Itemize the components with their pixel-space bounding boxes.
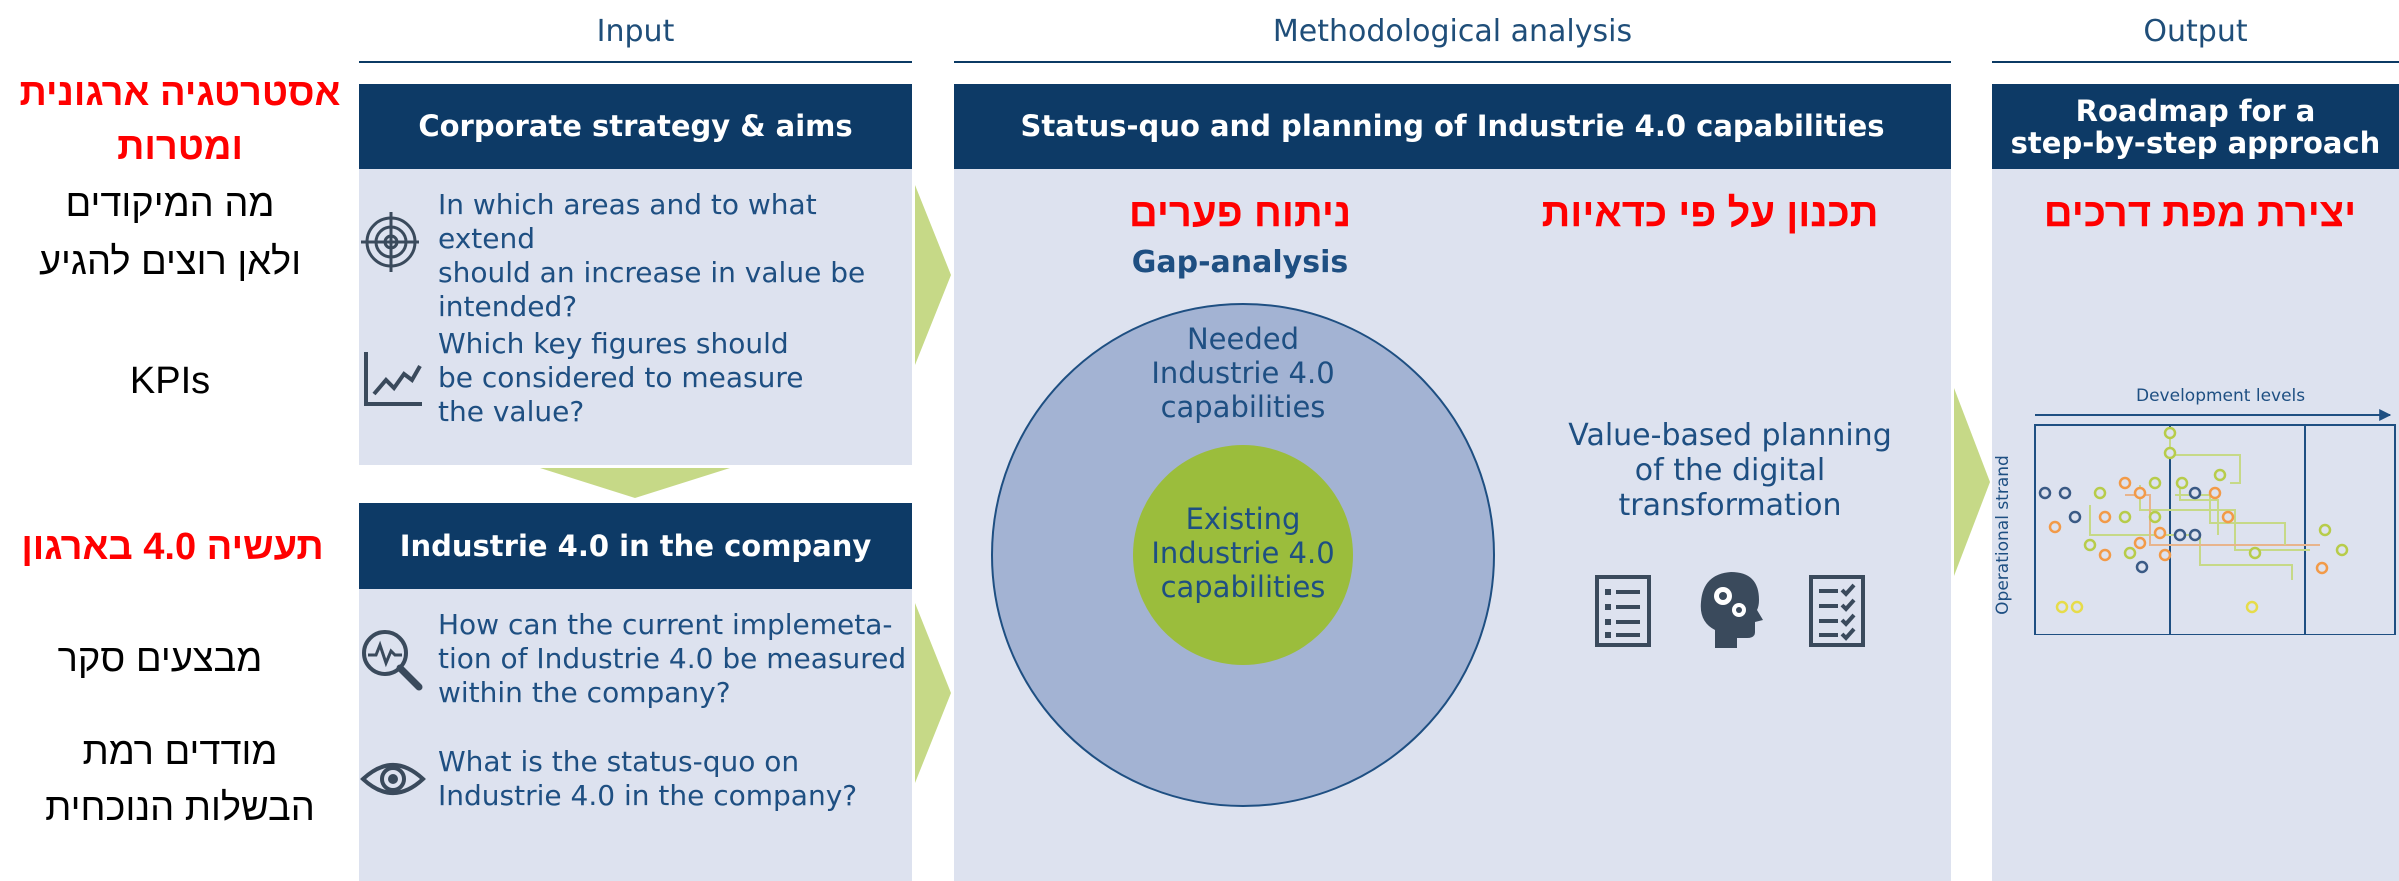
question-measure-implementation: How can the current implemeta- tion of I… <box>438 608 907 709</box>
needed-capabilities-circle <box>991 303 1495 807</box>
industrie-panel <box>359 589 912 881</box>
down-chevron-arrow <box>540 468 730 498</box>
right-arrow-lower <box>915 603 951 783</box>
question-key-figures: Which key figures should be considered t… <box>438 327 804 428</box>
gap-analysis-label: Gap-analysis <box>1131 245 1349 280</box>
value-based-planning-label: Value-based planning of the digital tran… <box>1568 418 1892 523</box>
needed-capabilities-label: Needed Industrie 4.0 capabilities <box>1151 322 1335 424</box>
status-quo-bar: Status-quo and planning of Industrie 4.0… <box>954 84 1951 169</box>
roadmap-matrix <box>2034 409 2396 635</box>
industrie-company-bar: Industrie 4.0 in the company <box>359 503 912 589</box>
development-levels-label: Development levels <box>2136 386 2306 406</box>
annotation-strategy-body: מה המיקודים ולאן רוצים להגיע <box>38 183 302 283</box>
right-arrow-output <box>1954 388 1990 576</box>
column-header-methodological: Methodological analysis <box>1272 13 1633 49</box>
annotation-measure: מודדים רמת הבשלות הנוכחית <box>45 731 315 829</box>
column-rule-input <box>359 61 912 63</box>
target-icon <box>361 212 419 272</box>
question-value-areas: In which areas and to what extend should… <box>438 188 866 323</box>
column-rule-output <box>1992 61 2399 63</box>
head-gears-icon <box>1700 572 1763 648</box>
question-status-quo: What is the status-quo on Industrie 4.0 … <box>438 745 858 812</box>
existing-capabilities-label: Existing Industrie 4.0 capabilities <box>1151 502 1335 604</box>
annotation-industry-title: תעשיה 4.0 בארגון <box>21 526 324 568</box>
list-document-icon <box>1595 575 1651 647</box>
annotation-kpis: KPIs <box>129 360 211 402</box>
column-header-output: Output <box>2143 13 2248 49</box>
planning-hebrew: תכנון על פי כדאיות <box>1541 191 1879 235</box>
roadmap-bar: Roadmap for a step-by-step approach <box>1992 84 2399 169</box>
strategy-panel <box>359 169 912 465</box>
trend-chart-icon <box>364 352 422 406</box>
corporate-strategy-bar: Corporate strategy & aims <box>359 84 912 169</box>
checklist-icon <box>1809 575 1865 647</box>
column-rule-methodological <box>954 61 1951 63</box>
roadmap-hebrew: יצירת מפת דרכים <box>2043 191 2357 235</box>
eye-icon <box>360 763 426 795</box>
annotation-strategy-title: אסטרטגיה ארגונית ומטרות <box>19 72 341 168</box>
annotation-survey: מבצעים סקר <box>57 638 263 680</box>
operational-strand-label: Operational strand <box>1993 455 2013 615</box>
column-header-input: Input <box>596 13 675 49</box>
magnifier-pulse-icon <box>362 630 423 691</box>
gap-analysis-hebrew: ניתוח פערים <box>1128 191 1352 235</box>
right-arrow-upper <box>915 185 951 365</box>
